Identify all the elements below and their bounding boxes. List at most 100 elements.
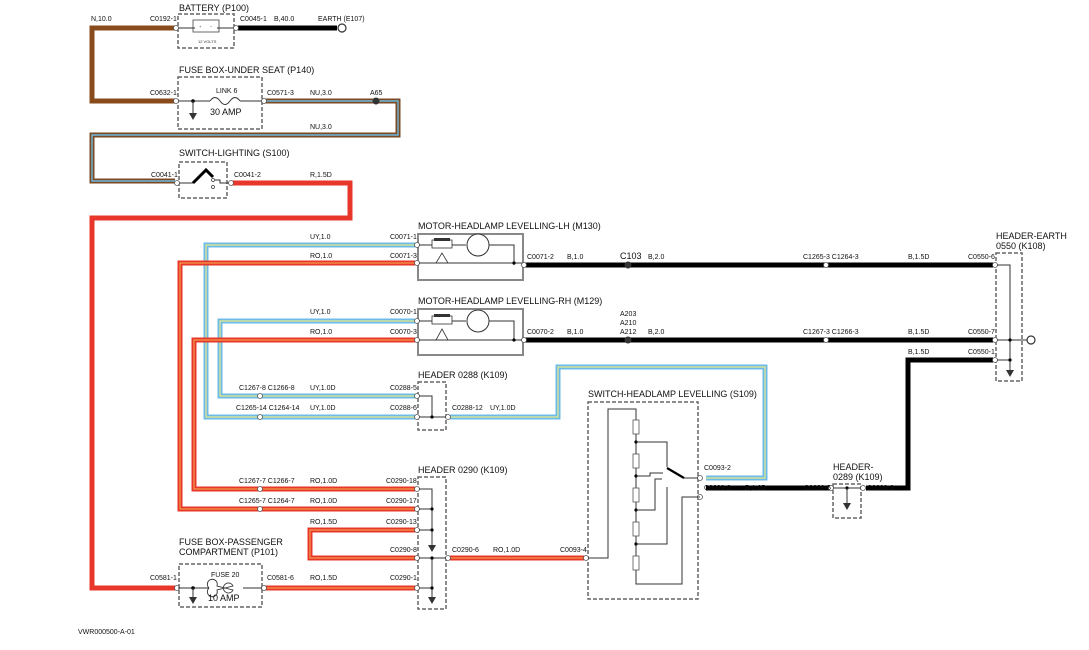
wire-n10 [89, 25, 175, 104]
label-c0290-1: C0290-1 [390, 575, 417, 582]
wire-ro-lh [177, 260, 415, 512]
label-b15d-2: B,1.5D [908, 329, 929, 336]
wire-uy-rh [217, 318, 415, 399]
label-c0071-1: C0071-1 [390, 234, 417, 241]
label-c0070-3: C0070-3 [390, 329, 417, 336]
label-c0045-1: C0045-1 [240, 16, 267, 23]
label-b20-rh: B,2.0 [648, 329, 664, 336]
header-0289-component [828, 483, 866, 519]
inline-connectors [257, 262, 829, 512]
label-c0581-1: C0581-1 [150, 575, 177, 582]
fuse-box-passenger [174, 563, 267, 608]
label-uy10d-b: UY,1.0D [310, 405, 336, 412]
label-ro10-rh: RO,1.0 [310, 329, 332, 336]
battery-title: BATTERY (P100) [179, 3, 249, 13]
label-c0041-2: C0041-2 [234, 172, 261, 179]
label-c0093-2: C0093-2 [704, 465, 731, 472]
battery-plus: + [199, 24, 202, 29]
label-a65: A65 [370, 90, 383, 97]
label-b10-lh: B,1.0 [567, 254, 583, 261]
ground-icon [189, 113, 197, 120]
label-c0550-6: C0550-6 [968, 254, 995, 261]
fuse-passenger-title-2: COMPARTMENT (P101) [179, 547, 278, 557]
label-uy10-rh: UY,1.0 [310, 309, 331, 316]
label-c1267-7: C1267-7 C1266-7 [239, 478, 295, 485]
label-b10-rh: B,1.0 [567, 329, 583, 336]
earth-icon [1026, 335, 1036, 345]
label-c0550-7: C0550-7 [968, 329, 995, 336]
label-c0581-6: C0581-6 [267, 575, 294, 582]
label-b40: B,40.0 [274, 16, 294, 23]
label-b15d-3: B,1.5D [908, 349, 929, 356]
label-n10: N,10.0 [91, 16, 112, 23]
wire-labels: N,10.0 C0192-1 C0045-1 B,40.0 C0632-1 C0… [91, 16, 995, 582]
header-0288-component [414, 381, 451, 431]
label-c0290-6: C0290-6 [452, 547, 479, 554]
header-0289-title-1: HEADER- [833, 462, 874, 472]
fuse-link-label: LINK 6 [216, 88, 238, 95]
label-ro10d-a: RO,1.0D [310, 478, 337, 485]
label-c0288-12: C0288-12 [452, 405, 483, 412]
diagram-reference: VWR000500-A-01 [78, 629, 135, 636]
label-c0192-1: C0192-1 [150, 16, 177, 23]
fuse-20-label: FUSE 20 [211, 572, 240, 579]
label-c0290-18: C0290-18 [386, 478, 417, 485]
label-c0289-5: C0289-5 [804, 485, 831, 492]
label-c1265-14: C1265-14 C1264-14 [236, 405, 300, 412]
label-ro15d-b: RO,1.5D [310, 575, 337, 582]
label-c0288-6: C0288-6 [390, 405, 417, 412]
motor-rh-component [414, 308, 527, 356]
wire-ro-rh [191, 337, 415, 492]
label-c0093-3: C0093-3 [704, 485, 731, 492]
label-c0290-13: C0290-13 [386, 519, 417, 526]
label-uy10d-c: UY,1.0D [490, 405, 516, 412]
fuse-link-rating: 30 AMP [210, 107, 242, 117]
fuse-passenger-title-1: FUSE BOX-PASSENGER [179, 537, 283, 547]
label-c0041-1: C0041-1 [151, 172, 178, 179]
battery-rating: 12 VOLTS [198, 39, 217, 44]
label-c0571-3: C0571-3 [267, 90, 294, 97]
header-earth-title-2: 0550 (K108) [996, 241, 1046, 251]
label-c1265-3: C1265-3 C1264-3 [803, 254, 859, 261]
header-0288-title: HEADER 0288 (K109) [418, 370, 508, 380]
motor-lh-title: MOTOR-HEADLAMP LEVELLING-LH (M130) [418, 221, 601, 231]
label-a212: A212 [620, 329, 636, 336]
label-c103: C103 [620, 251, 642, 261]
switch-levelling-title: SWITCH-HEADLAMP LEVELLING (S109) [588, 389, 757, 399]
header-earth-title-1: HEADER-EARTH [996, 231, 1067, 241]
label-c0070-1: C0070-1 [390, 309, 417, 316]
fuse-box-under-seat [173, 76, 267, 130]
label-nu3-a: NU,3.0 [310, 90, 332, 97]
switch-levelling-component [583, 401, 703, 600]
label-b20-lh: B,2.0 [648, 254, 664, 261]
header-0289-title-2: 0289 (K109) [833, 472, 883, 482]
label-r15d: R,1.5D [310, 172, 332, 179]
label-uy10-lh: UY,1.0 [310, 234, 331, 241]
label-ro10-lh: RO,1.0 [310, 253, 332, 260]
splice-a212 [624, 336, 632, 344]
earth-e107-icon [337, 23, 347, 33]
wire-b-header [866, 357, 993, 491]
label-c0070-2: C0070-2 [527, 329, 554, 336]
switch-lighting-title: SWITCH-LIGHTING (S100) [179, 148, 290, 158]
fuse-20-rating: 10 AMP [208, 593, 240, 603]
earth-e107-label: EARTH (E107) [318, 16, 365, 23]
wire-ro15d-loop [307, 527, 415, 561]
label-b10d: B,1.0D [745, 485, 766, 492]
label-c0071-3: C0071-3 [390, 253, 417, 260]
header-0290-title: HEADER 0290 (K109) [418, 465, 508, 475]
header-0290-component [414, 476, 451, 610]
label-c0288-5: C0288-5 [390, 385, 417, 392]
label-c0290-17: C0290-17 [386, 498, 417, 505]
label-ro10d-c: RO,1.0D [493, 547, 520, 554]
label-b15d-1: B,1.5D [908, 254, 929, 261]
header-earth-component [992, 252, 1036, 382]
label-c0093-4: C0093-4 [560, 547, 587, 554]
label-uy10d-a: UY,1.0D [310, 385, 336, 392]
label-c0550-1: C0550-1 [968, 349, 995, 356]
wire-nu3 [89, 98, 401, 184]
wire-uy-switch [450, 364, 768, 481]
label-ro10d-b: RO,1.0D [310, 498, 337, 505]
label-ro15d-a: RO,1.5D [310, 519, 337, 526]
